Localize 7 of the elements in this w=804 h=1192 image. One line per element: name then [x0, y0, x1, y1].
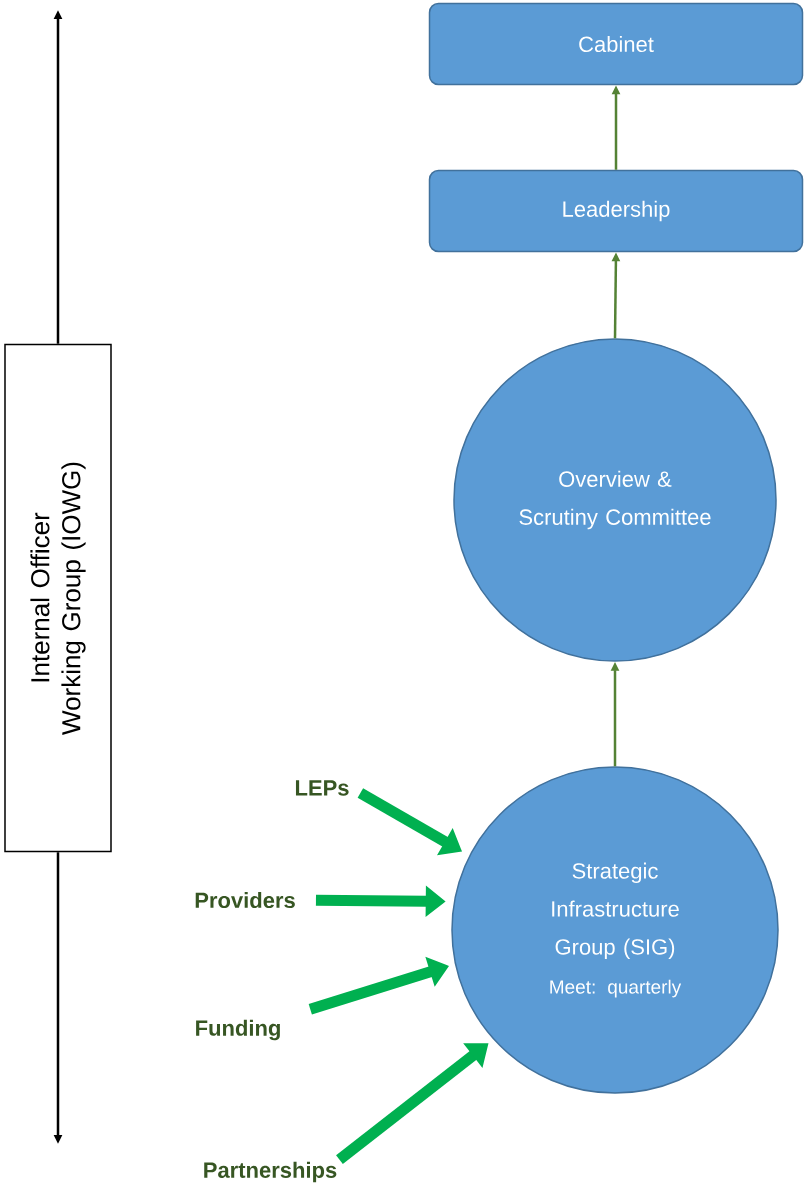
- input-label: Partnerships: [204, 1161, 337, 1183]
- input-label: Funding: [196, 1019, 280, 1041]
- process-box: Leadership: [428, 169, 804, 253]
- input-label: Providers: [195, 891, 295, 909]
- input-label: LEPs: [295, 780, 349, 796]
- process-box: Cabinet: [428, 2, 804, 86]
- group-box: Internal Officer Working Group (IOWG): [4, 343, 112, 853]
